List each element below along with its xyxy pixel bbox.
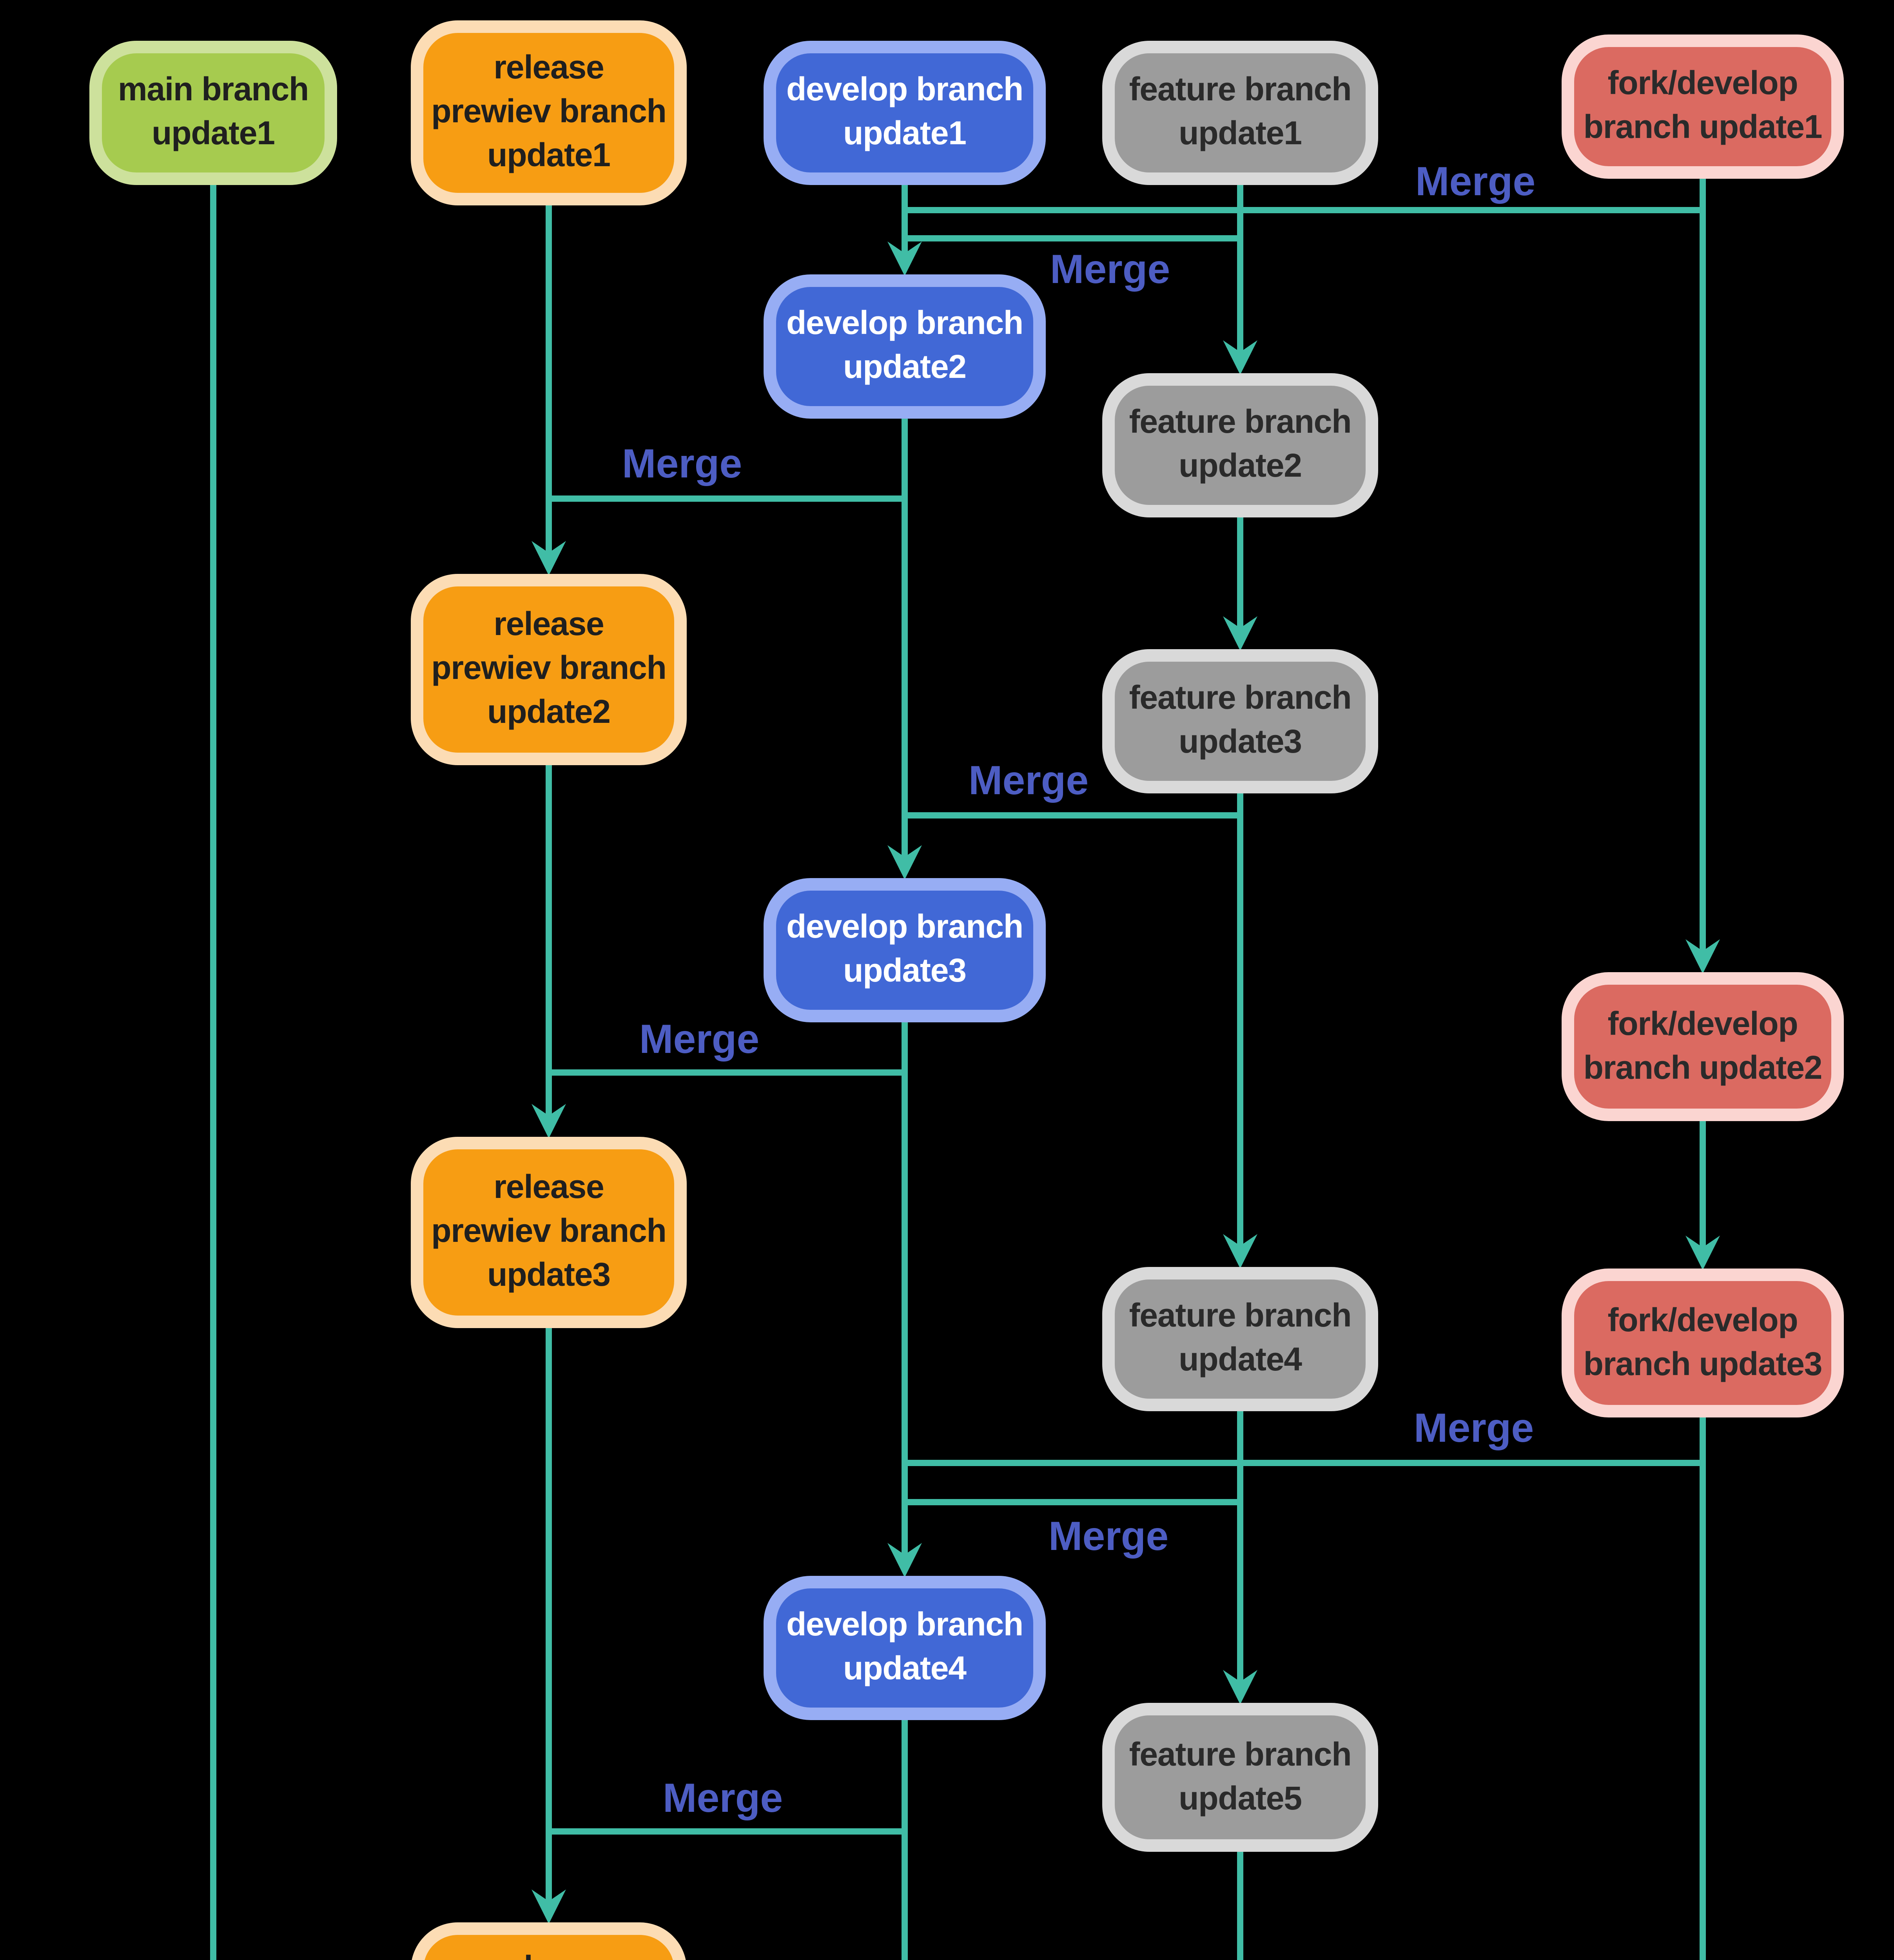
node-develop-update1: develop branch update1: [764, 41, 1046, 185]
branch-line-develop: [901, 419, 908, 858]
branch-line-develop: [901, 185, 908, 254]
node-feature-update3: feature branch update3: [1102, 649, 1378, 793]
node-release-update1: release prewiev branch update1: [411, 20, 687, 205]
merge-label: Merge: [1050, 245, 1170, 292]
merge-connector-line: [901, 207, 1706, 214]
node-feature-update5: feature branch update5: [1102, 1703, 1378, 1852]
node-develop-update3: develop branch update3: [764, 878, 1046, 1022]
node-develop-update2: develop branch update2: [764, 274, 1046, 419]
node-release-update2: release prewiev branch update2: [411, 574, 687, 765]
node-feature-update4: feature branch update4: [1102, 1267, 1378, 1411]
node-fork-update3: fork/develop branch update3: [1562, 1269, 1844, 1417]
merge-label: Merge: [968, 757, 1089, 804]
branch-line-release: [545, 205, 552, 554]
arrow-down-icon: [1223, 340, 1257, 375]
arrow-down-icon: [1223, 616, 1257, 651]
merge-connector-line: [901, 1459, 1706, 1466]
branch-line-release: [545, 765, 552, 1116]
merge-label: Merge: [662, 1774, 783, 1821]
merge-label: Merge: [1413, 1404, 1534, 1451]
arrow-down-icon: [887, 1543, 922, 1577]
merge-label: Merge: [1014, 1956, 1134, 1960]
merge-label: Merge: [1048, 1512, 1169, 1559]
node-fork-update1: fork/develop branch update1: [1562, 34, 1844, 179]
arrow-down-icon: [1685, 939, 1720, 974]
branch-line-release: [545, 1328, 552, 1902]
branch-line-feature: [1237, 1852, 1244, 1960]
merge-label: Merge: [622, 440, 742, 487]
branch-line-feature: [1237, 1411, 1244, 1682]
node-fork-update2: fork/develop branch update2: [1562, 972, 1844, 1121]
node-release-update3: release prewiev branch update3: [411, 1137, 687, 1328]
merge-connector-line: [545, 1069, 908, 1076]
arrow-down-icon: [887, 845, 922, 880]
branch-line-fork: [1699, 179, 1706, 952]
branch-line-feature: [1237, 793, 1244, 1247]
branch-line-feature: [1237, 185, 1244, 353]
branch-line-fork: [1699, 1417, 1706, 1960]
arrow-down-icon: [887, 241, 922, 276]
node-feature-update2: feature branch update2: [1102, 373, 1378, 517]
merge-connector-line: [901, 812, 1244, 819]
arrow-down-icon: [1223, 1234, 1257, 1269]
node-main-update1: main branch update1: [89, 41, 337, 185]
merge-label: Merge: [1415, 158, 1536, 205]
arrow-down-icon: [532, 541, 566, 575]
branch-line-main: [210, 185, 217, 1960]
merge-connector-line: [545, 1828, 908, 1835]
branch-line-develop: [901, 1022, 908, 1555]
arrow-down-icon: [532, 1889, 566, 1924]
arrow-down-icon: [532, 1104, 566, 1138]
branch-line-fork: [1699, 1121, 1706, 1248]
node-feature-update1: feature branch update1: [1102, 41, 1378, 185]
node-release-update4: release prewiev branch update4: [411, 1922, 687, 1960]
merge-connector-line: [901, 1499, 1244, 1506]
arrow-down-icon: [1223, 1670, 1257, 1704]
merge-connector-line: [545, 495, 908, 502]
branch-line-develop: [901, 1720, 908, 1960]
merge-connector-line: [901, 235, 1244, 242]
merge-label: Merge: [639, 1015, 760, 1062]
node-develop-update4: develop branch update4: [764, 1576, 1046, 1720]
arrow-down-icon: [1685, 1236, 1720, 1270]
branch-line-feature: [1237, 517, 1244, 629]
